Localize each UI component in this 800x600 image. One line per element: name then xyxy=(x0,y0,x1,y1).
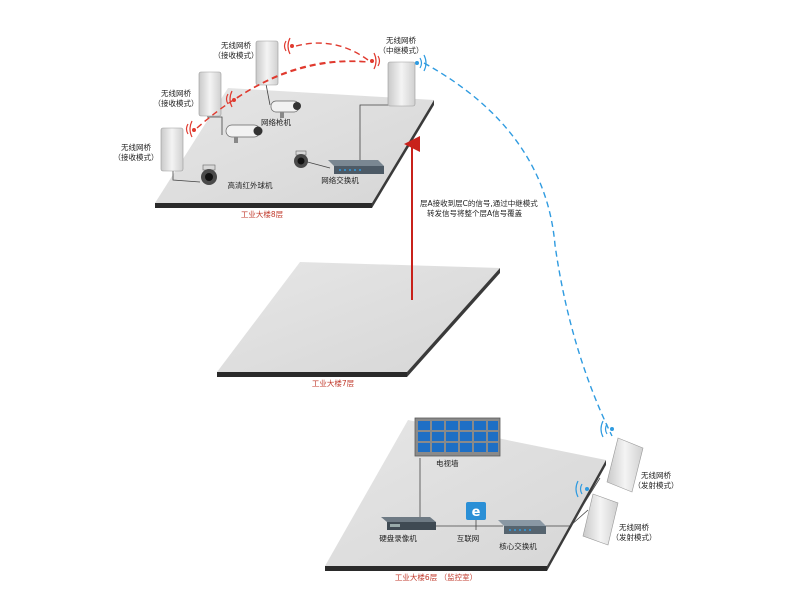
video-wall-screens xyxy=(418,421,498,452)
ir-dome-label: 高清红外球机 xyxy=(228,180,273,190)
bridge-2-mode: （接收模式） xyxy=(154,98,199,108)
core-switch-label: 核心交换机 xyxy=(499,541,537,551)
network-camera-label: 网络枪机 xyxy=(261,117,291,127)
blue-signal-waves-top xyxy=(419,54,427,72)
floor-6-labels: 电视墙 硬盘录像机 互联网 核心交换机 无线网桥 （发射模式） 无线网桥 （发射… xyxy=(379,458,678,551)
transmit-bridge-2-mode: （发射模式） xyxy=(612,532,657,542)
internet-label: 互联网 xyxy=(457,534,480,543)
blue-dot-top xyxy=(415,61,419,65)
bridge-1-floor8 xyxy=(160,127,184,172)
floor-8: 工业大楼8层 xyxy=(155,88,434,219)
bridge-1-name: 无线网桥 xyxy=(121,142,151,152)
blue-signal-waves-bottom xyxy=(575,420,608,498)
network-switch-floor8 xyxy=(328,160,384,174)
relay-bridge-mode: （中继模式） xyxy=(379,45,424,55)
network-camera-2 xyxy=(225,124,263,143)
floor-7: 工业大楼7层 xyxy=(217,262,500,388)
core-switch xyxy=(498,520,546,534)
floor-7-caption: 工业大楼7层 xyxy=(312,378,355,388)
nvr-device xyxy=(381,517,436,530)
bridge-3-mode: （接收模式） xyxy=(214,50,259,60)
bridge-3-name: 无线网桥 xyxy=(221,40,251,50)
bridge-2-name: 无线网桥 xyxy=(161,88,191,98)
floor-6-caption: 工业大楼6层 （监控室） xyxy=(395,572,477,582)
svg-text:e: e xyxy=(472,505,481,520)
ir-dome-camera-1 xyxy=(201,164,217,185)
video-wall xyxy=(414,417,501,457)
floor-7-side-edge xyxy=(407,268,500,377)
transmit-bridge-2-name: 无线网桥 xyxy=(619,522,649,532)
ir-dome-camera-2 xyxy=(294,150,308,168)
video-wall-label: 电视墙 xyxy=(436,458,459,468)
relay-note: 层A接收到层C的信号,通过中继模式 转发信号将整个层A信号覆盖 xyxy=(420,198,538,218)
floor-6-front-edge xyxy=(325,566,547,571)
relay-note-line2: 转发信号将整个层A信号覆盖 xyxy=(427,208,523,218)
bridge-transmit-2 xyxy=(582,493,619,546)
floor-7-top xyxy=(217,262,500,372)
red-wireless-links xyxy=(196,42,369,129)
bridge-relay-floor8 xyxy=(387,61,416,107)
floor-8-front-edge xyxy=(155,203,372,208)
bridge-3-floor8 xyxy=(255,40,279,86)
network-camera-1 xyxy=(270,100,301,118)
link-bridge2-relay xyxy=(236,60,369,99)
link-bridge3-relay xyxy=(295,42,369,61)
relay-bridge-name: 无线网桥 xyxy=(386,35,416,45)
red-signal-dots xyxy=(192,44,374,132)
blue-dots-bottom xyxy=(585,427,614,491)
relay-note-line1: 层A接收到层C的信号,通过中继模式 xyxy=(420,198,538,208)
blue-wireless-link xyxy=(423,62,613,437)
internet-icon: e xyxy=(466,502,486,520)
floor-8-labels: 无线网桥 （接收模式） 无线网桥 （接收模式） 无线网桥 （接收模式） 无线网桥… xyxy=(114,35,424,190)
red-signal-waves xyxy=(185,37,381,138)
nvr-label: 硬盘录像机 xyxy=(379,533,417,543)
floor-8-caption: 工业大楼8层 xyxy=(241,209,284,219)
floor-8-side-edge xyxy=(372,100,434,208)
floor-7-front-edge xyxy=(217,372,407,377)
transmit-bridge-1-name: 无线网桥 xyxy=(641,470,671,480)
bridge-transmit-1 xyxy=(606,437,644,493)
switch-label: 网络交换机 xyxy=(321,175,359,185)
bridge-2-floor8 xyxy=(198,71,222,117)
transmit-bridge-1-mode: （发射模式） xyxy=(634,480,679,490)
link-bridge1-relay xyxy=(196,60,369,129)
bridge-1-mode: （接收模式） xyxy=(114,152,159,162)
floor-8-top xyxy=(155,88,434,203)
